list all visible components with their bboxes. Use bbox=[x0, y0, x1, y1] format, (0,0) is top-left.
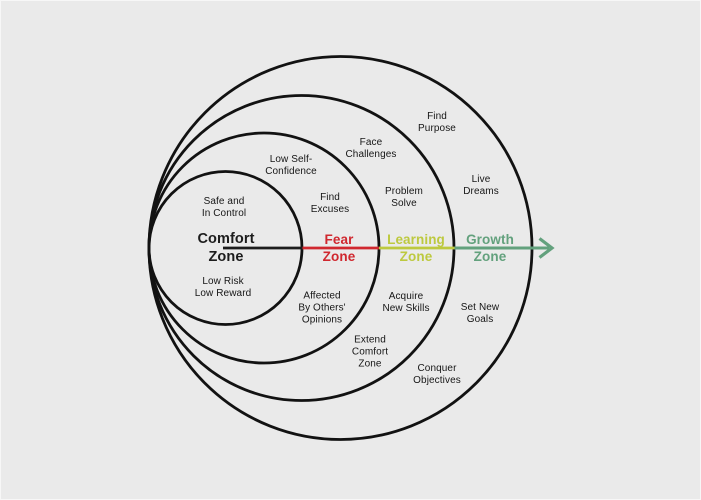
item-live-dreams: Live Dreams bbox=[463, 174, 499, 197]
item-problem-solve: Problem Solve bbox=[385, 186, 423, 209]
item-find-excuses: Find Excuses bbox=[310, 192, 350, 215]
item-face-challenges: Face Challenges bbox=[345, 137, 397, 160]
learning-zone-label: Learning Zone bbox=[387, 232, 445, 264]
item-safe-and-in-control: Safe and In Control bbox=[201, 196, 247, 219]
arrow-right-icon bbox=[538, 237, 555, 259]
item-low-self-confidence: Low Self- Confidence bbox=[265, 154, 317, 177]
growth-zone-label: Growth Zone bbox=[466, 232, 514, 264]
item-set-new-goals: Set New Goals bbox=[460, 302, 500, 325]
item-acquire-new-skills: Acquire New Skills bbox=[382, 291, 430, 314]
item-extend-comfort-zone: Extend Comfort Zone bbox=[351, 334, 389, 369]
item-low-risk-low-reward: Low Risk Low Reward bbox=[194, 276, 252, 299]
item-affected-by-others-opinions: Affected By Others' Opinions bbox=[298, 290, 346, 325]
item-find-purpose: Find Purpose bbox=[418, 111, 456, 134]
comfort-zone-label: Comfort Zone bbox=[197, 231, 255, 265]
item-conquer-objectives: Conquer Objectives bbox=[413, 363, 461, 386]
fear-zone-label: Fear Zone bbox=[322, 232, 356, 264]
